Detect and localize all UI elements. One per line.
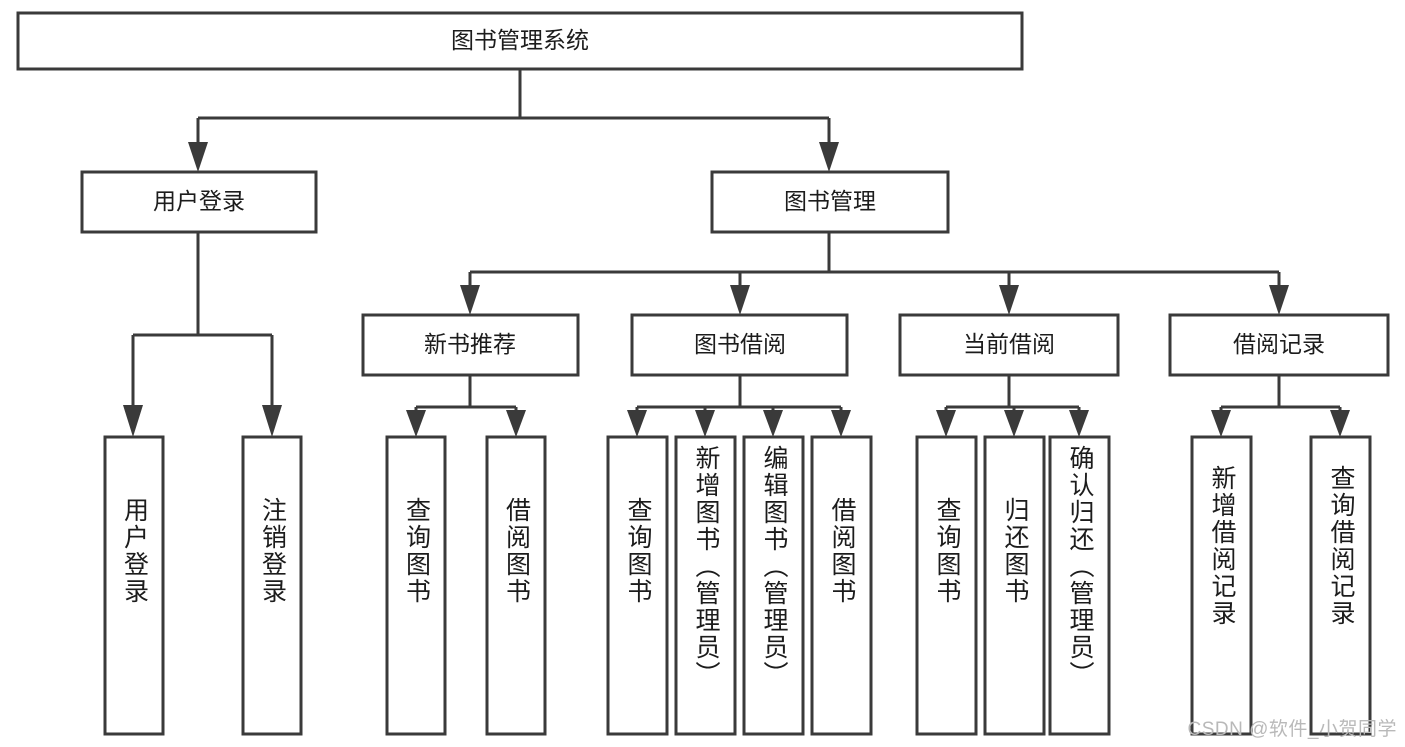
node-book-management[interactable]: 图书管理: [710, 170, 950, 234]
node-label: 借阅记录: [1233, 331, 1325, 357]
connector-newbook-to-leaves: [406, 375, 526, 437]
csdn-watermark: CSDN @软件_小贺同学: [1187, 719, 1397, 740]
leaf-box-user-login[interactable]: [103, 435, 165, 736]
node-box: [898, 313, 1120, 377]
arrow-head-icon: [936, 410, 956, 437]
node-box: [710, 170, 950, 234]
connector-userlogin-to-leaves: [123, 232, 282, 437]
leaf-box-query-books-new[interactable]: [385, 435, 447, 736]
leaf-box-logout[interactable]: [241, 435, 303, 736]
leaf-box-query-books-borrow[interactable]: [606, 435, 669, 736]
arrow-head-icon: [1004, 410, 1024, 437]
arrow-head-icon: [506, 410, 526, 437]
node-label: 图书管理系统: [451, 27, 589, 53]
leaf-box-add-borrow-record[interactable]: [1190, 435, 1253, 736]
arrow-head-icon: [460, 285, 480, 315]
arrow-head-icon: [1211, 410, 1231, 437]
leaf-box-borrow-book[interactable]: [810, 435, 873, 736]
node-current-borrowing[interactable]: 当前借阅: [898, 313, 1120, 377]
leaf-box-confirm-return-admin[interactable]: [1048, 435, 1111, 736]
node-user-login[interactable]: 用户登录: [80, 170, 318, 234]
node-label: 当前借阅: [963, 331, 1055, 357]
node-label: 图书借阅: [694, 331, 786, 357]
node-box: [361, 313, 580, 377]
connector-bookmgmt-to-level2: [460, 232, 1289, 315]
node-label: 图书管理: [784, 188, 876, 214]
leaf-box-edit-book-admin[interactable]: [742, 435, 805, 736]
arrow-head-icon: [406, 410, 426, 437]
node-borrow-records[interactable]: 借阅记录: [1168, 313, 1390, 377]
connector-root-to-level1: [188, 69, 839, 172]
arrow-head-icon: [1330, 410, 1350, 437]
arrow-head-icon: [999, 285, 1019, 315]
node-box: [80, 170, 318, 234]
connector-borrow-to-leaves: [627, 375, 851, 437]
leaf-box-return-book[interactable]: [983, 435, 1046, 736]
arrow-head-icon: [763, 410, 783, 437]
arrow-head-icon: [188, 142, 208, 172]
arrow-head-icon: [627, 410, 647, 437]
leaf-box-query-borrow-record[interactable]: [1309, 435, 1372, 736]
node-box: [1168, 313, 1390, 377]
connector-current-to-leaves: [936, 375, 1089, 437]
node-label: 新书推荐: [424, 331, 516, 357]
node-new-book-recommendation[interactable]: 新书推荐: [361, 313, 580, 377]
arrow-head-icon: [695, 410, 715, 437]
arrow-head-icon: [819, 142, 839, 172]
leaf-box-query-books-current[interactable]: [915, 435, 978, 736]
arrow-head-icon: [831, 410, 851, 437]
arrow-head-icon: [1069, 410, 1089, 437]
connector-records-to-leaves: [1211, 375, 1350, 437]
node-box: [630, 313, 849, 377]
node-box: [16, 11, 1024, 71]
leaf-box-borrow-books-new[interactable]: [485, 435, 547, 736]
node-root-book-management-system[interactable]: 图书管理系统: [16, 11, 1024, 71]
node-label: 用户登录: [153, 188, 245, 214]
leaf-box-add-book-admin[interactable]: [674, 435, 737, 736]
arrow-head-icon: [730, 285, 750, 315]
arrow-head-icon: [123, 405, 143, 437]
arrow-head-icon: [262, 405, 282, 437]
node-book-borrowing[interactable]: 图书借阅: [630, 313, 849, 377]
arrow-head-icon: [1269, 285, 1289, 315]
